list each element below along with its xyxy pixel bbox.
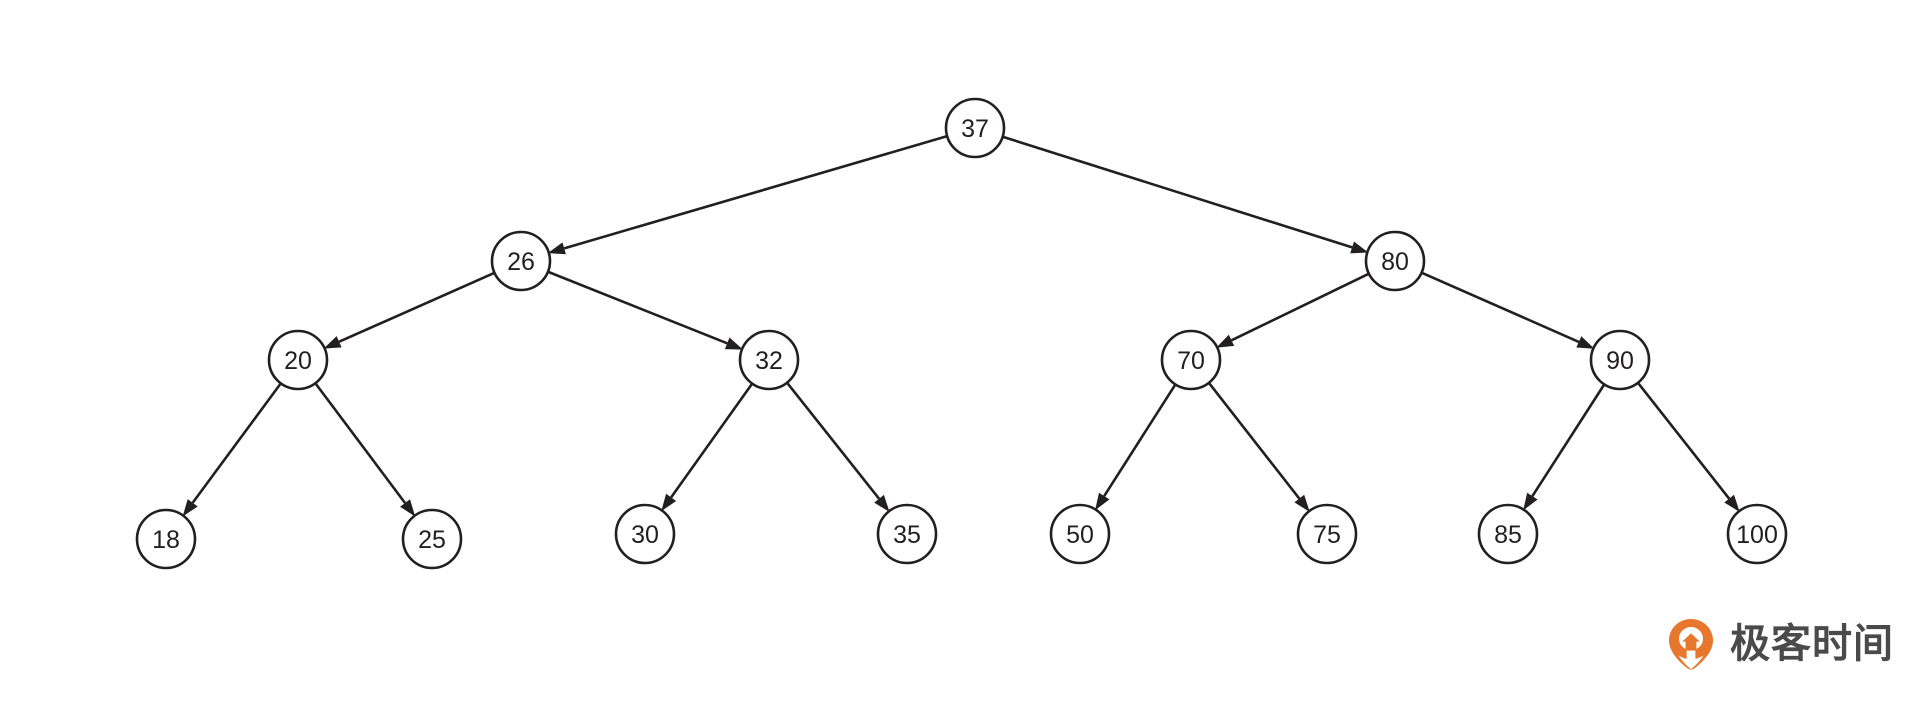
tree-edge [1216, 272, 1370, 348]
tree-edge [1002, 135, 1369, 254]
edge-line [1207, 382, 1301, 500]
node-value-label: 32 [755, 347, 783, 375]
edge-line [670, 382, 754, 499]
node-value-label: 37 [961, 115, 989, 143]
tree-edge [1421, 271, 1595, 349]
edge-arrowhead [874, 494, 890, 513]
edge-arrowhead [1724, 494, 1740, 512]
tree-node-20[interactable]: 20 [267, 329, 329, 391]
tree-node-18[interactable]: 18 [135, 508, 197, 570]
tree-edge [182, 382, 282, 517]
node-circle[interactable] [1160, 329, 1222, 391]
tree-node-25[interactable]: 25 [401, 508, 463, 570]
node-value-label: 85 [1494, 521, 1522, 549]
tree-edge [323, 271, 496, 349]
tree-edge [661, 382, 754, 512]
edge-arrowhead [724, 337, 743, 350]
node-circle[interactable] [944, 97, 1006, 159]
edge-line [314, 382, 407, 504]
edge-arrowhead [323, 336, 342, 349]
edge-line [338, 271, 496, 343]
edge-arrowhead [1523, 492, 1538, 511]
node-value-label: 70 [1177, 347, 1205, 375]
tree-node-37[interactable]: 37 [944, 97, 1006, 159]
tree-node-90[interactable]: 90 [1589, 329, 1651, 391]
edge-line [563, 134, 948, 250]
tree-nodes-layer: 37 26 80 20 32 70 90 18 25 30 35 50 75 85 100 [135, 97, 1788, 570]
node-circle[interactable] [738, 329, 800, 391]
tree-edge [547, 134, 948, 255]
edge-line [1421, 271, 1580, 344]
node-circle[interactable] [1589, 329, 1651, 391]
tree-node-70[interactable]: 70 [1160, 329, 1222, 391]
node-circle[interactable] [876, 503, 938, 565]
edge-line [191, 382, 282, 504]
edge-line [547, 270, 728, 345]
node-value-label: 35 [893, 521, 921, 549]
edge-line [786, 381, 881, 500]
tree-node-30[interactable]: 30 [614, 503, 676, 565]
node-value-label: 50 [1066, 521, 1094, 549]
node-circle[interactable] [135, 508, 197, 570]
tree-edge [1523, 383, 1606, 511]
edge-line [1002, 135, 1353, 249]
node-value-label: 26 [507, 248, 535, 276]
node-circle[interactable] [1364, 230, 1426, 292]
edge-line [1230, 272, 1370, 342]
node-circle[interactable] [401, 508, 463, 570]
tree-edge [314, 382, 416, 517]
node-circle[interactable] [267, 329, 329, 391]
node-circle[interactable] [1296, 503, 1358, 565]
tree-node-32[interactable]: 32 [738, 329, 800, 391]
node-value-label: 30 [631, 521, 659, 549]
edge-arrowhead [1576, 336, 1595, 349]
edge-line [1531, 383, 1606, 497]
node-value-label: 80 [1381, 248, 1409, 276]
tree-edge [1636, 381, 1740, 512]
tree-node-80[interactable]: 80 [1364, 230, 1426, 292]
node-circle[interactable] [1049, 503, 1111, 565]
edge-arrowhead [400, 499, 416, 517]
edge-arrowhead [1294, 494, 1310, 512]
node-circle[interactable] [1477, 503, 1539, 565]
node-value-label: 20 [284, 347, 312, 375]
brand-watermark: 极客时间 [1664, 612, 1894, 676]
tree-node-100[interactable]: 100 [1726, 503, 1788, 565]
edge-arrowhead [1350, 241, 1369, 254]
location-pin-icon [1664, 617, 1718, 671]
edge-arrowhead [1095, 492, 1110, 511]
tree-node-26[interactable]: 26 [490, 230, 552, 292]
tree-edge [786, 381, 890, 513]
tree-edge [1095, 383, 1177, 511]
tree-node-85[interactable]: 85 [1477, 503, 1539, 565]
edge-arrowhead [1216, 334, 1235, 348]
tree-node-75[interactable]: 75 [1296, 503, 1358, 565]
node-value-label: 25 [418, 526, 446, 554]
edge-line [1636, 381, 1731, 500]
tree-edges-layer [182, 134, 1740, 517]
edge-line [1103, 383, 1177, 497]
node-value-label: 100 [1736, 521, 1778, 549]
tree-node-50[interactable]: 50 [1049, 503, 1111, 565]
brand-name-label: 极客时间 [1730, 621, 1894, 667]
tree-edge [547, 270, 743, 350]
tree-edge [1207, 382, 1310, 512]
edge-arrowhead [547, 242, 566, 255]
edge-arrowhead [661, 493, 677, 512]
node-value-label: 18 [152, 526, 180, 554]
node-value-label: 90 [1606, 347, 1634, 375]
edge-arrowhead [182, 499, 198, 517]
node-circle[interactable] [1726, 503, 1788, 565]
tree-node-35[interactable]: 35 [876, 503, 938, 565]
node-circle[interactable] [614, 503, 676, 565]
node-circle[interactable] [490, 230, 552, 292]
node-value-label: 75 [1313, 521, 1341, 549]
